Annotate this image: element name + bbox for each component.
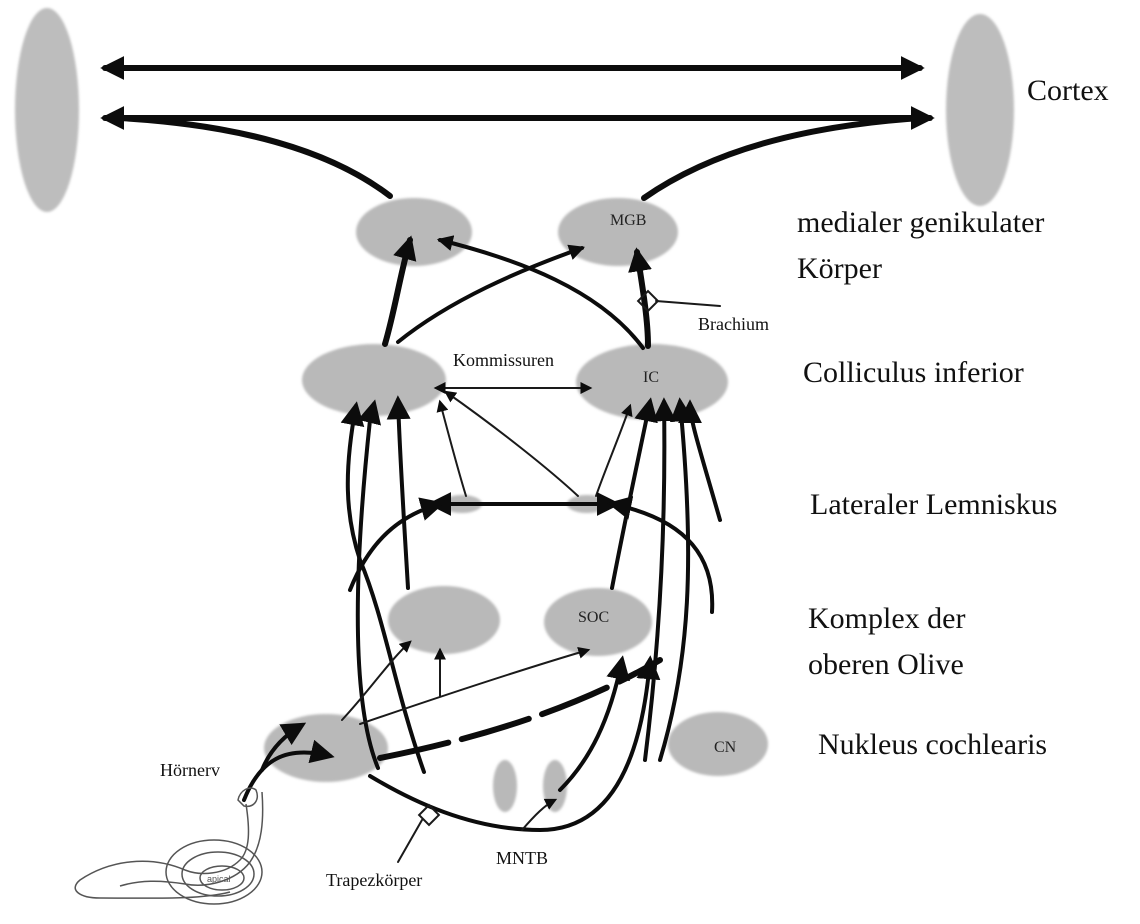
level-label-mgb-line1: medialer genikulater (797, 206, 1044, 239)
cochlea-apex-label: apical (207, 874, 231, 884)
mgb-label: MGB (610, 212, 646, 229)
right-mgb-nucleus (558, 198, 678, 266)
right-ll-to-left-ic (446, 392, 578, 496)
level-label-cn: Nukleus cochlearis (818, 728, 1047, 761)
crossed-cn-to-right-ic-1 (645, 402, 664, 760)
right-cortex (946, 14, 1014, 206)
mntb-to-soc-path (560, 660, 622, 790)
brachium-label: Brachium (698, 314, 769, 334)
left-cn-to-left-soc (342, 642, 410, 720)
right-ic-to-mgb-path (637, 252, 648, 346)
brachium-pointer (656, 301, 720, 306)
kommissuren-label: Kommissuren (453, 350, 554, 370)
level-label-cortex: Cortex (1027, 74, 1109, 107)
soc-label: SOC (578, 609, 609, 626)
left-cortex (15, 8, 79, 212)
right-thalamocortical-path (644, 118, 920, 198)
right-ll-to-right-ic (596, 406, 630, 496)
level-label-mgb-line2: Körper (797, 252, 882, 285)
level-label-ic: Colliculus inferior (803, 356, 1024, 389)
left-mgb-nucleus (356, 198, 472, 266)
left-mntb-nucleus (493, 760, 517, 812)
trapezkoerper-pointer (398, 820, 422, 862)
mntb-label: MNTB (496, 848, 548, 868)
right-ll-return-arc (690, 404, 720, 520)
left-thalamocortical-path (120, 118, 390, 196)
cochlea-icon (75, 788, 262, 904)
right-soc-to-right-ic (612, 402, 650, 588)
level-label-ll: Lateraler Lemniskus (810, 488, 1057, 521)
left-soc-nucleus (388, 586, 500, 654)
left-soc-to-left-ic (398, 400, 408, 588)
cn-label: CN (714, 739, 737, 756)
trapezkoerper-label: Trapezkörper (326, 870, 422, 890)
level-label-soc-line2: oberen Olive (808, 648, 964, 681)
left-ll-crossing-arc (350, 504, 440, 590)
level-label-soc-line1: Komplex der (808, 602, 965, 635)
ic-label: IC (643, 369, 659, 386)
hoernerv-label: Hörnerv (160, 760, 220, 780)
left-ll-to-left-ic (440, 402, 466, 496)
